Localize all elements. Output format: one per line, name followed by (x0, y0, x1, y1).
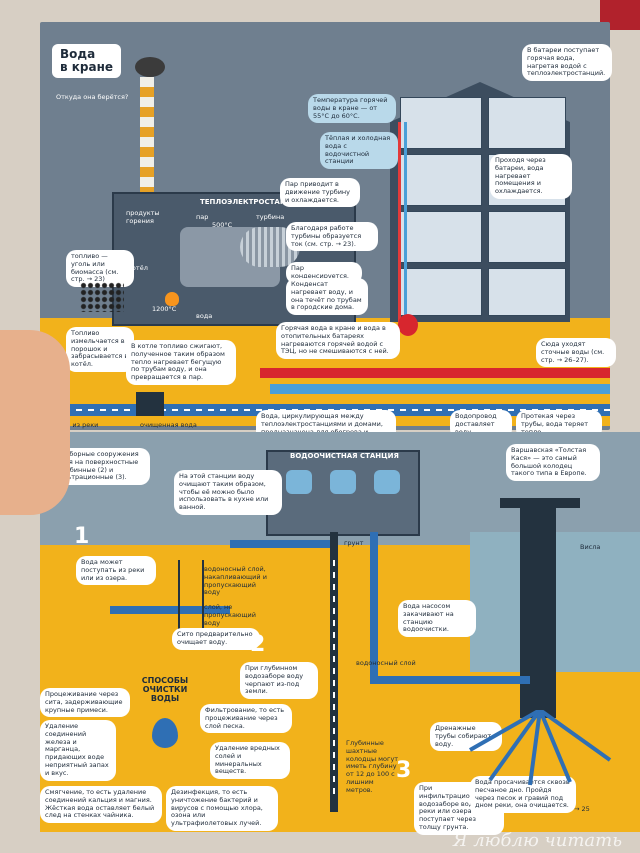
bubble-n1: Вода может поступать из реки или из озер… (76, 556, 156, 586)
chimney (140, 77, 154, 197)
intake-number-2: 2 (250, 632, 266, 657)
station-label: ВОДООЧИСТНАЯ СТАНЦИЯ (290, 452, 399, 460)
drainage-pipes (469, 710, 612, 786)
label-deep-wells: Глубинные шахтные колодцы могут иметь гл… (346, 739, 399, 794)
method-4: Удаление вредных солей и минеральных вещ… (210, 742, 290, 780)
infiltration-pipe (370, 676, 530, 684)
bubble-tolstaya: Варшавская «Толстая Кася» — это самый бо… (506, 444, 600, 482)
apartment-7 (400, 268, 482, 316)
tower-platform (500, 498, 580, 508)
bubble-warm-cold: Тёплая и холодная вода с водочистной ста… (320, 132, 398, 170)
bubble-burn: В котле топливо сжигают, полученное таки… (126, 340, 236, 385)
label-1200c: 1200°C (152, 305, 177, 313)
apartment-3 (400, 154, 482, 206)
intake-well (178, 560, 204, 632)
filter-tank-1 (286, 470, 312, 494)
bubble-seeps: Вода просачивается сквозь песчаное дно. … (470, 776, 576, 814)
top-page: Вода в кране Откуда она берётся? ТЕПЛОЭЛ… (40, 22, 616, 448)
label-impermeable: слой, не пропускающий воду (204, 603, 256, 627)
bubble-passing: Проходя через батареи, вода нагревает по… (490, 154, 572, 199)
bubble-turbine-work: Благодаря работе турбины образуется ток … (286, 222, 378, 252)
apartment-6 (488, 211, 566, 263)
bubble-station-text: На этой станции воду очищают таким образ… (174, 470, 282, 515)
bubble-steam-moves: Пар приводит в движение турбину и охлажд… (280, 178, 360, 208)
filter-tank-3 (374, 470, 400, 494)
bubble-sewage: Сюда уходят сточные воды (см. стр. → 26–… (536, 338, 616, 368)
bubble-hot-cranes: Горячая вода в кране и вода в отопительн… (276, 322, 400, 360)
label-combustion: продукты горения (126, 209, 160, 225)
smoke (135, 57, 165, 77)
power-plant-label: ТЕПЛОЭЛЕКТРОСТАНЦИЯ (200, 198, 304, 206)
apartment-8 (488, 268, 566, 316)
label-aquifer: водоносный слой, накапливающий и пропуск… (204, 565, 267, 597)
label-vistula: Висла (580, 543, 601, 551)
hot-water-pipe (260, 368, 610, 378)
apartment-1 (400, 97, 482, 149)
bubble-crushed: Топливо измельчается в порошок и забрасы… (66, 327, 134, 372)
intake-number-1: 1 (74, 524, 90, 549)
apartment-5 (400, 211, 482, 263)
river-intake-pipe (110, 606, 230, 614)
method-2: Удаление соединений железа и марганца, п… (40, 720, 116, 781)
methods-title: СПОСОБЫ ОЧИСТКИ ВОДЫ (141, 676, 189, 703)
bubble-condensate: Конденсат нагревает воду, и она течёт по… (286, 278, 368, 316)
label-aquifer-2: водоносный слой (356, 659, 416, 667)
bubble-hot-temp: Температура горячей воды в кране — от 55… (308, 94, 396, 124)
bubble-fuel: топливо — уголь или биомасса (см. стр. →… (66, 250, 134, 288)
page-title: Вода в кране (52, 44, 122, 79)
method-5: Смягчение, то есть удаление соединений к… (40, 786, 162, 824)
surface-pipe-top (230, 540, 330, 548)
label-boiler: котёл (128, 264, 148, 272)
intake-number-3: 3 (396, 758, 412, 783)
label-water-from-river: вода из реки (54, 421, 99, 429)
label-water: вода (196, 312, 213, 320)
bubble-batteries: В батареи поступает горячая вода, нагрет… (522, 44, 612, 82)
book: Вода в кране Откуда она берётся? ТЕПЛОЭЛ… (40, 0, 640, 853)
filter-tank-2 (330, 470, 356, 494)
hot-pipe-house (398, 122, 401, 322)
page-number: → 25 (574, 805, 590, 813)
heat-exchanger (398, 314, 418, 336)
label-cleaned-water: очищенная вода (140, 421, 197, 429)
coal-pile (80, 282, 124, 312)
page-subtitle: Откуда она берётся? (56, 93, 129, 101)
bubble-pump: Вода насосом закачивают на станцию водоо… (398, 600, 476, 638)
bubble-n2: При глубинном водозаборе воду черпают из… (240, 662, 318, 700)
label-steam: пар (196, 213, 209, 221)
apartment-2 (488, 97, 566, 149)
hand (0, 330, 70, 515)
tolstaya-tower (520, 508, 556, 718)
method-6: Дезинфекция, то есть уничтожение бактери… (166, 786, 278, 831)
pump-pipe (370, 532, 378, 682)
method-1: Процеживание через сита, задерживающие к… (40, 688, 130, 718)
bubble-sieve: Сито предварительно очищает воду. (172, 628, 260, 650)
cold-pipe-house (404, 122, 407, 322)
label-turbine: турбина (256, 213, 285, 221)
label-500c: 500°C (212, 221, 233, 229)
return-water-pipe (270, 384, 610, 394)
deep-well-dashes (333, 560, 335, 800)
flame-icon (165, 292, 179, 306)
label-ground: грунт (344, 539, 364, 547)
water-drop-icon (152, 718, 178, 748)
watermark: Я люблю читать (452, 830, 622, 851)
method-3: Фильтрование, то есть процеживание через… (200, 704, 292, 734)
cleaned-water-tank (136, 392, 164, 416)
